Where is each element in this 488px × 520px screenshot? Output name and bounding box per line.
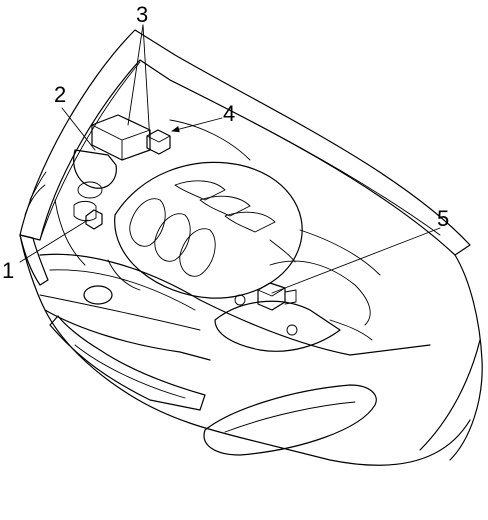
leader-5: [271, 227, 441, 294]
reservoir-2: [73, 149, 117, 189]
leader-3b: [142, 24, 151, 143]
relay-1: [73, 181, 103, 230]
engine-cover: [114, 161, 303, 299]
left-fender: [19, 184, 49, 286]
right-bay: [214, 260, 373, 352]
relay-4: [146, 129, 171, 155]
leader-4: [171, 117, 223, 133]
relay-box-3: [91, 114, 151, 161]
callout-leaders: [19, 24, 441, 294]
callout-3: 3: [136, 2, 148, 27]
hood: [19, 29, 471, 256]
callout-labels: 1 2 3 4 5: [2, 2, 449, 283]
leader-3a: [127, 24, 144, 126]
bay-details: [54, 119, 381, 291]
callout-2: 2: [54, 82, 66, 107]
relay-5: [257, 282, 297, 311]
headlight: [203, 384, 377, 456]
leader-2: [61, 107, 96, 151]
callout-4: 4: [223, 101, 235, 126]
car-body: [19, 234, 483, 466]
callout-1: 1: [2, 258, 14, 283]
grille: [49, 285, 206, 411]
callout-5: 5: [437, 206, 449, 231]
leader-1: [19, 219, 89, 263]
